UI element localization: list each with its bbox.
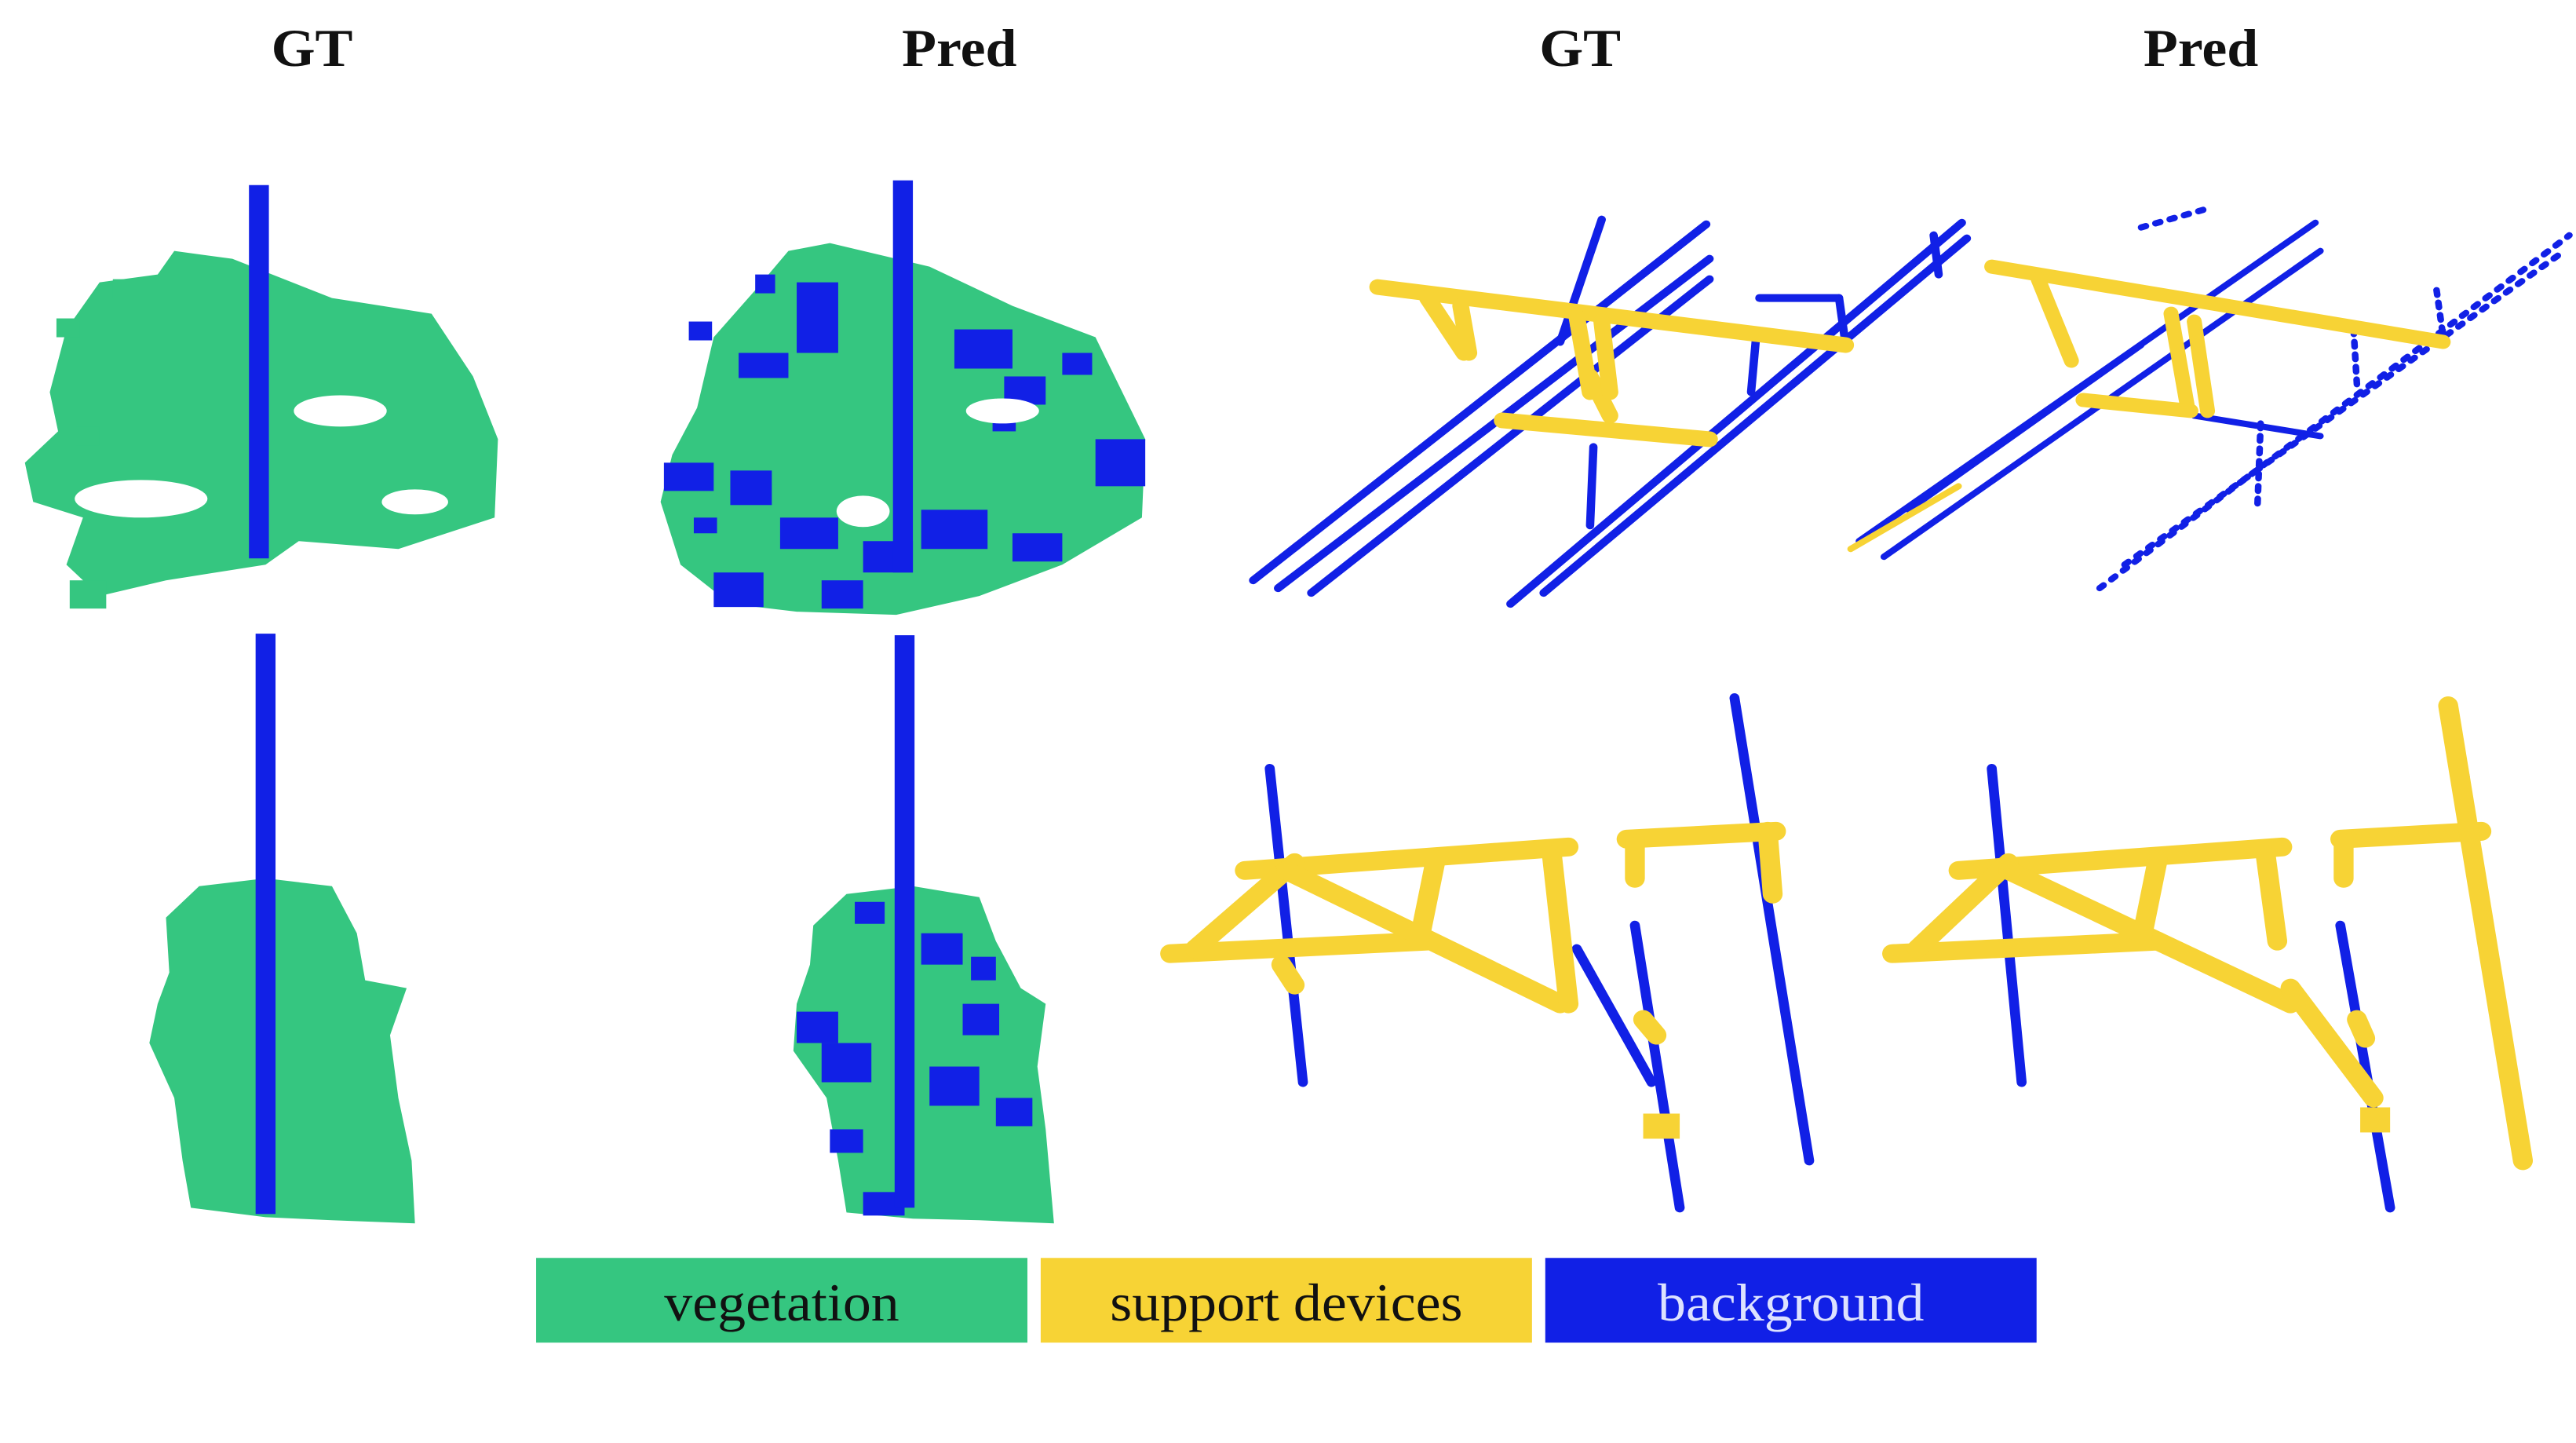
legend-item-vegetation: vegetation — [536, 1258, 1027, 1343]
legend-item-background: background — [1545, 1258, 2037, 1343]
col-title-gt-2: GT — [1539, 20, 1621, 79]
panel-cat-gt-row2 — [1160, 693, 1815, 1213]
legend-swatch-background — [1545, 1258, 2037, 1343]
panel-cat-pred-row1 — [1847, 205, 2573, 592]
legend: vegetation support devices background — [536, 1258, 2037, 1343]
legend-swatch-support-devices — [1040, 1258, 1532, 1343]
legend-item-support-devices: support devices — [1040, 1258, 1532, 1343]
legend-label-background: background — [1658, 1274, 1924, 1333]
col-title-pred-1: Pred — [902, 20, 1017, 79]
panel-veg-gt-row1 — [24, 184, 498, 609]
panel-cat-pred-row2 — [1882, 696, 2534, 1213]
panel-veg-pred-row1 — [660, 180, 1146, 616]
legend-label-support-devices: support devices — [1110, 1274, 1462, 1333]
panel-veg-gt-row2 — [149, 634, 415, 1224]
panel-veg-pred-row2 — [793, 635, 1054, 1224]
legend-swatch-vegetation — [536, 1258, 1027, 1343]
col-title-pred-2: Pred — [2144, 20, 2259, 79]
col-title-gt-1: GT — [272, 20, 353, 79]
panel-cat-gt-row1 — [1249, 215, 1972, 608]
legend-label-vegetation: vegetation — [664, 1274, 899, 1333]
